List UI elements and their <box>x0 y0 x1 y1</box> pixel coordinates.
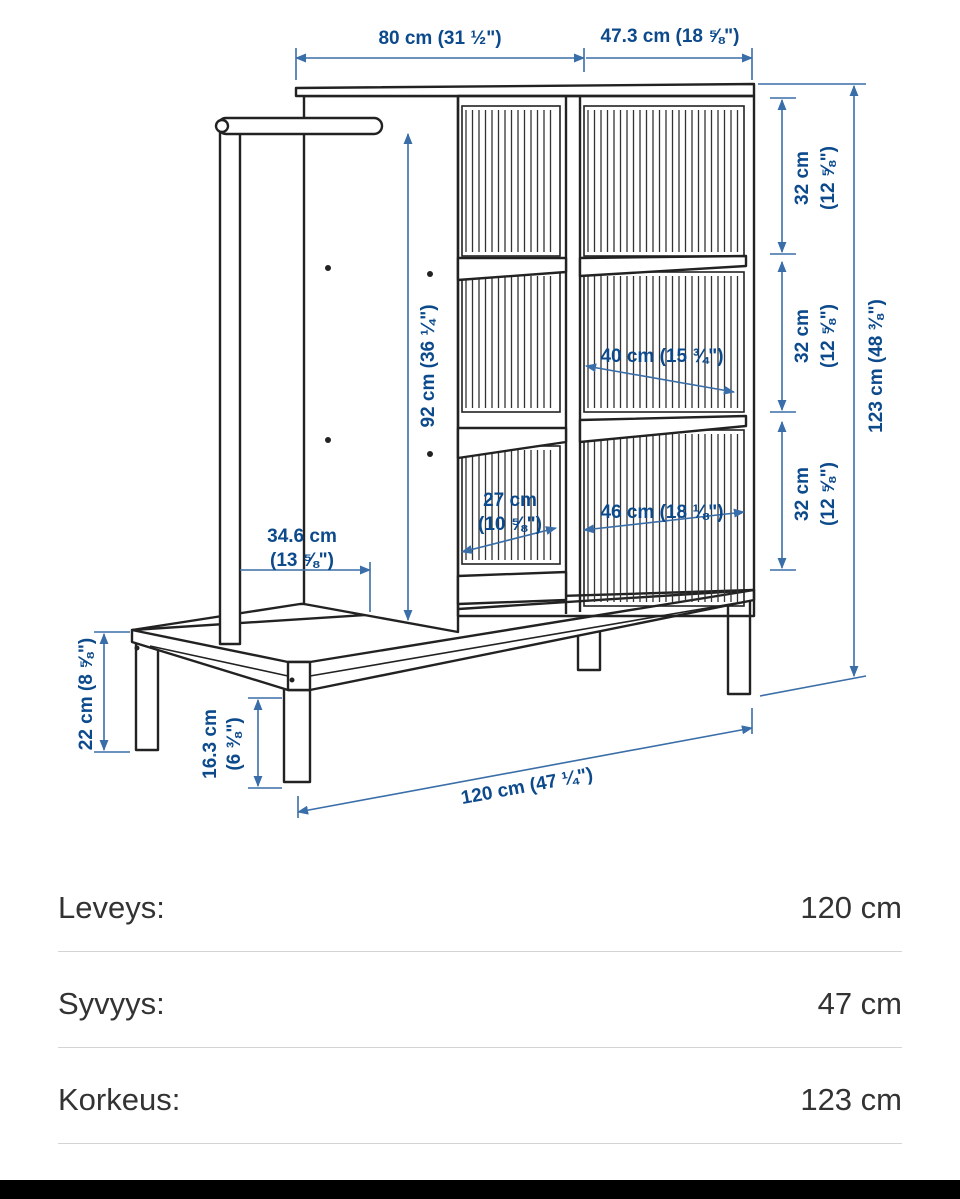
dim-open-width-cm: 27 cm <box>483 490 537 511</box>
furniture-illustration <box>130 82 756 784</box>
dim-shelf1-cm: 32 cm <box>792 151 813 205</box>
shelf-1-right <box>578 254 748 278</box>
dim-bench-height: 22 cm (8 ⅝") <box>76 638 97 751</box>
spec-row-height: Korkeus: 123 cm <box>58 1048 902 1144</box>
bench-leg-front-left <box>134 636 160 752</box>
shelf-2 <box>456 426 568 460</box>
spec-label: Korkeus: <box>58 1081 181 1117</box>
spec-value: 123 cm <box>800 1081 902 1117</box>
spec-row-width: Leveys: 120 cm <box>58 856 902 952</box>
dim-shelf2-cm: 32 cm <box>792 309 813 363</box>
spec-value: 47 cm <box>817 985 902 1021</box>
dimension-labels: 80 cm (31 ½") 47.3 cm (18 ⅝") 32 cm (12 … <box>76 26 887 809</box>
dim-leg-height-in: (6 ⅜") <box>224 717 245 770</box>
dim-inner-width-upper: 40 cm (15 ¾") <box>600 346 723 367</box>
dim-top-width: 80 cm (31 ½") <box>378 28 501 49</box>
dim-shelf2-in: (12 ⅝") <box>818 304 839 368</box>
dim-open-width-in: (10 ⅝") <box>478 514 542 535</box>
cabinet-frame <box>456 94 756 618</box>
rail-post <box>218 126 242 646</box>
bench-front-corner <box>286 660 312 692</box>
cabinet-top <box>294 82 756 98</box>
spec-label: Leveys: <box>58 889 165 925</box>
furniture-dimension-diagram: 80 cm (31 ½") 47.3 cm (18 ⅝") 32 cm (12 … <box>76 26 887 818</box>
dimension-spec-table: Leveys: 120 cm Syvyys: 47 cm Korkeus: 12… <box>58 856 902 1144</box>
system-navigation-bar <box>0 1180 960 1199</box>
dim-shelf3-in: (12 ⅝") <box>818 462 839 526</box>
clothes-rail <box>216 116 384 136</box>
shelf-bottom <box>456 570 568 606</box>
dim-shelf1-in: (12 ⅝") <box>818 146 839 210</box>
dim-total-height: 123 cm (48 ⅜") <box>866 299 887 433</box>
shelf-2-right <box>578 414 748 444</box>
dim-total-width: 120 cm (47 ¼") <box>459 764 594 809</box>
dimension-lines <box>94 48 867 818</box>
bench-leg-back-right <box>726 592 752 696</box>
shelf-1 <box>456 256 568 282</box>
dim-inner-height: 92 cm (36 ¼") <box>418 304 439 427</box>
dim-top-depth: 47.3 cm (18 ⅝") <box>601 26 740 47</box>
dim-shelf3-cm: 32 cm <box>792 467 813 521</box>
spec-row-depth: Syvyys: 47 cm <box>58 952 902 1048</box>
dim-inner-width-lower: 46 cm (18 ⅛") <box>600 502 723 523</box>
spec-label: Syvyys: <box>58 985 165 1021</box>
dim-leg-height-cm: 16.3 cm <box>200 709 221 779</box>
spec-value: 120 cm <box>800 889 902 925</box>
dim-bench-depth-cm: 34.6 cm <box>267 526 337 547</box>
dim-bench-depth-in: (13 ⅝") <box>270 550 334 571</box>
